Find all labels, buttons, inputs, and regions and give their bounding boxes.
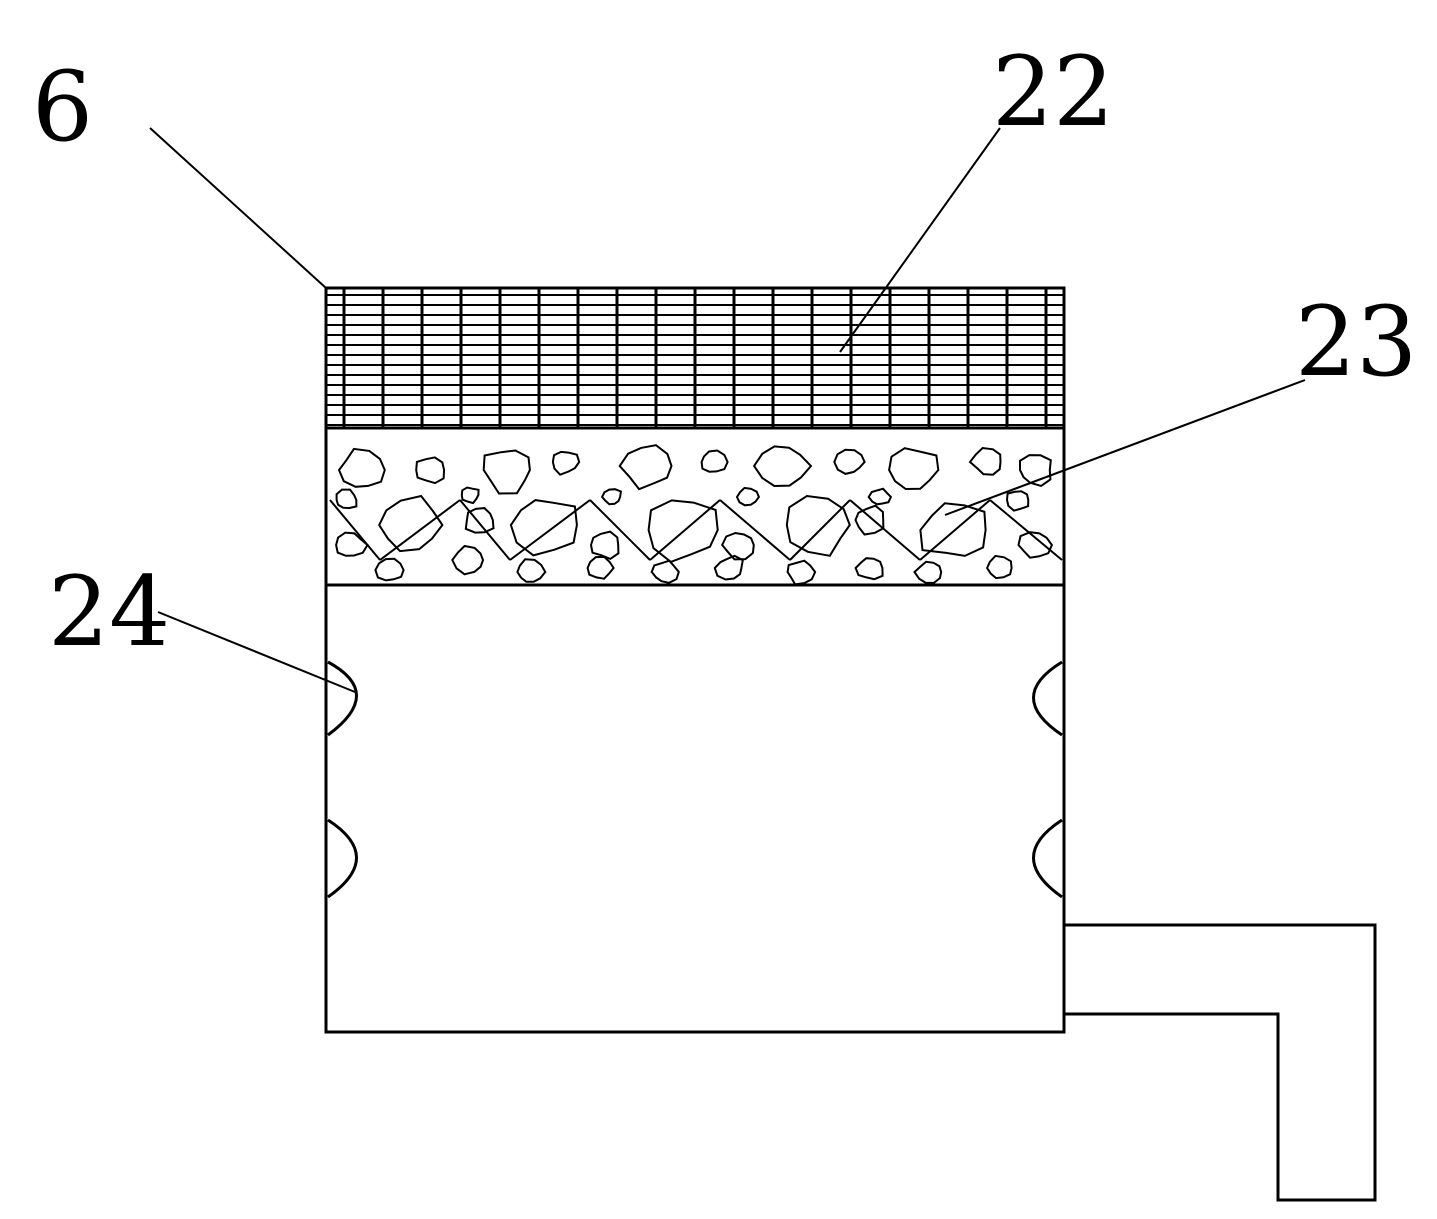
leader-line-6 bbox=[149, 127, 327, 289]
left-bump-upper bbox=[327, 660, 358, 737]
gravel-stones bbox=[329, 444, 1063, 586]
gravel-stone bbox=[509, 499, 578, 557]
gravel-stone bbox=[415, 456, 446, 485]
gravel-stone bbox=[985, 554, 1013, 580]
gravel-stone bbox=[1017, 531, 1054, 559]
gravel-crossing-line bbox=[459, 499, 511, 561]
gravel-stone bbox=[854, 504, 885, 536]
gravel-stone bbox=[1005, 490, 1030, 512]
tank-outline bbox=[324, 583, 1066, 1034]
gravel-stone bbox=[867, 487, 893, 506]
gravel-stone bbox=[600, 488, 623, 506]
gravel-crossing-line bbox=[789, 499, 851, 561]
gravel-stone bbox=[735, 486, 761, 507]
gravel-stone bbox=[913, 560, 943, 584]
gravel-stone bbox=[464, 507, 495, 534]
mesh-layer bbox=[324, 286, 1066, 430]
gravel-stone bbox=[752, 445, 813, 488]
gravel-stone bbox=[713, 554, 744, 581]
gravel-stone bbox=[833, 448, 866, 475]
gravel-stone bbox=[586, 555, 615, 580]
gravel-stone bbox=[460, 486, 480, 505]
label-6: 6 bbox=[32, 51, 93, 163]
gravel-crossing-line bbox=[919, 499, 991, 561]
leader-line-23 bbox=[944, 379, 1306, 516]
gravel-stone bbox=[335, 531, 369, 557]
gravel-stone bbox=[335, 488, 358, 510]
gravel-stone bbox=[721, 531, 755, 561]
label-24: 24 bbox=[48, 556, 170, 668]
gravel-crossing-line bbox=[589, 499, 651, 561]
right-bump-lower bbox=[1032, 818, 1063, 899]
gravel-stone bbox=[1019, 454, 1052, 487]
gravel-stone bbox=[378, 494, 444, 553]
gravel-stone bbox=[589, 530, 620, 561]
gravel-crossing-line bbox=[329, 499, 381, 561]
gravel-stone bbox=[516, 558, 547, 583]
gravel-layer-frame bbox=[324, 426, 1066, 587]
gravel-crossing-line bbox=[649, 499, 721, 561]
label-23: 23 bbox=[1295, 286, 1417, 398]
gravel-stone bbox=[968, 446, 1002, 476]
gravel-stone bbox=[337, 447, 386, 488]
gravel-stone bbox=[854, 557, 884, 581]
gravel-crossing-line bbox=[509, 499, 591, 561]
gravel-stone bbox=[551, 450, 581, 476]
gravel-stone bbox=[888, 447, 940, 491]
leader-lines bbox=[149, 127, 1306, 693]
gravel-stone bbox=[618, 444, 673, 491]
right-bump-upper bbox=[1032, 660, 1063, 737]
mesh-lines bbox=[326, 288, 1064, 428]
gravel-stone bbox=[785, 494, 851, 557]
gravel-stone bbox=[700, 449, 729, 473]
gravel-stone bbox=[650, 559, 680, 584]
gravel-stone bbox=[482, 449, 531, 495]
gravel-stone bbox=[647, 499, 719, 564]
gravel-stone bbox=[451, 544, 485, 576]
leader-line-22 bbox=[839, 127, 1001, 353]
side-bumps bbox=[327, 660, 1063, 899]
gravel-layer bbox=[324, 426, 1066, 587]
gravel-crossing-line bbox=[379, 499, 461, 561]
tank-body bbox=[324, 583, 1066, 1034]
leader-line-24 bbox=[157, 611, 356, 693]
gravel-crossing-line bbox=[989, 499, 1063, 561]
gravel-stone bbox=[374, 557, 405, 582]
gravel-crossing-line bbox=[849, 499, 921, 561]
outlet-pipe bbox=[1064, 923, 1377, 1202]
label-22: 22 bbox=[992, 36, 1114, 148]
left-bump-lower bbox=[327, 818, 358, 899]
gravel-crossing-line bbox=[719, 499, 791, 561]
gravel-stone bbox=[786, 559, 817, 586]
gravel-stone bbox=[919, 502, 987, 557]
